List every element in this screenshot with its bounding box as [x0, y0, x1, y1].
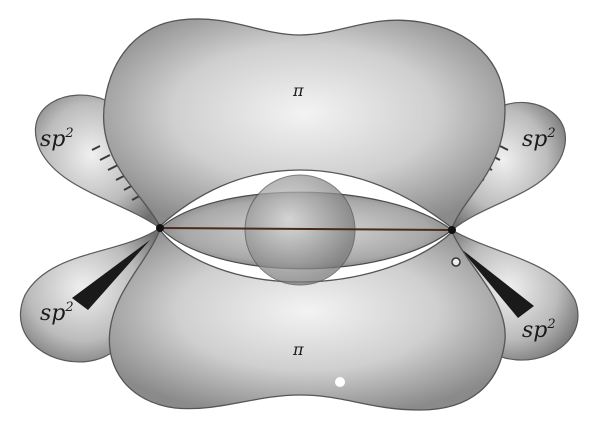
- carbon-nucleus-left: [156, 224, 164, 232]
- sp2-label-lower-left-base: sp: [40, 301, 65, 326]
- sp2-label-lower-right-base: sp: [522, 318, 547, 343]
- pi-label-top: π: [292, 81, 304, 100]
- sp2-label-upper-right-base: sp: [522, 127, 547, 152]
- small-marker-bottom: [335, 377, 345, 387]
- sp2-label-upper-right-sup: 2: [546, 126, 555, 141]
- sp2-label-lower-left-sup: 2: [64, 300, 73, 315]
- pi-label-bottom: π: [292, 340, 304, 359]
- small-marker-right: [452, 258, 460, 266]
- sp2-label-lower-right-sup: 2: [546, 317, 555, 332]
- sp2-label-upper-left-base: sp: [40, 127, 65, 152]
- sp2-label-upper-left-sup: 2: [64, 126, 73, 141]
- carbon-nucleus-right: [448, 226, 456, 234]
